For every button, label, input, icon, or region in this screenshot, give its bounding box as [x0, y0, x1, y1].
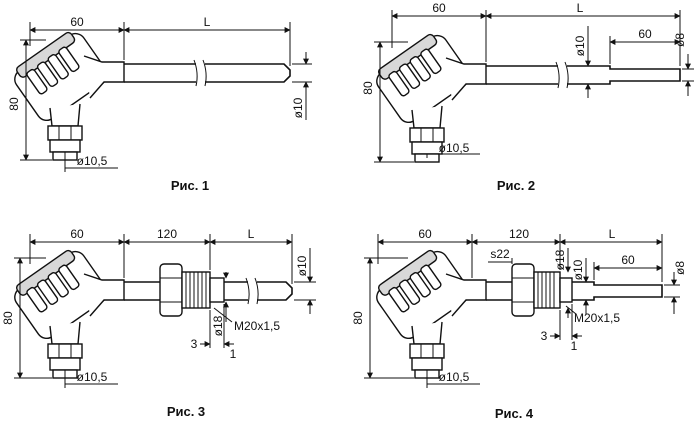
dim-width: 60	[432, 1, 446, 15]
dim-collar-dia: ø18	[211, 315, 225, 336]
dim-length: L	[248, 227, 255, 241]
dim-gland-dia: ø10,5	[77, 154, 108, 168]
dim-probe-dia: ø10	[573, 35, 587, 56]
dim-height: 80	[1, 311, 15, 325]
dim-thread: M20x1,5	[234, 319, 280, 333]
dim-gap-a: 3	[541, 329, 548, 343]
figure-4: 60 120 L s22 ø18 ø10 60 ø8 M20x1,5 3 1	[351, 227, 687, 421]
figure-caption: Рис. 3	[167, 404, 205, 419]
dim-collar-dia: ø18	[553, 249, 567, 270]
dim-gland-dia: ø10,5	[439, 370, 470, 384]
dim-length: L	[577, 1, 584, 15]
dim-gap-b: 1	[230, 347, 237, 361]
figure-caption: Рис. 1	[171, 178, 209, 193]
dim-gland-dia: ø10,5	[439, 141, 470, 155]
dim-thread: M20x1,5	[574, 311, 620, 325]
dim-fitting-len: 120	[509, 227, 529, 241]
figure-caption: Рис. 2	[497, 178, 535, 193]
figure-1: 60 L 80 ø10 ø10,5 Рис. 1	[7, 15, 312, 193]
dim-probe-dia: ø10	[291, 97, 305, 118]
dim-width: 60	[418, 227, 432, 241]
dim-probe-dia: ø10	[571, 259, 585, 280]
dim-tip-len: 60	[621, 253, 635, 267]
dim-tip-dia: ø8	[673, 33, 687, 47]
dim-tip-dia: ø8	[673, 261, 687, 275]
figure-caption: Рис. 4	[495, 406, 534, 421]
dim-gap-a: 3	[191, 337, 198, 351]
dim-length: L	[204, 15, 211, 29]
dim-width: 60	[70, 15, 84, 29]
dim-height: 80	[7, 97, 21, 111]
dim-fitting-len: 120	[157, 227, 177, 241]
figure-2: 60 L 60 ø10 ø8 80 ø10,5 Рис. 2	[361, 1, 694, 193]
dim-tip-len: 60	[638, 27, 652, 41]
dim-wrench: s22	[490, 247, 510, 261]
dim-width: 60	[70, 227, 84, 241]
dim-probe-dia: ø10	[295, 255, 309, 276]
dim-gap-b: 1	[571, 339, 578, 353]
dim-height: 80	[351, 311, 365, 325]
dim-height: 80	[361, 81, 375, 95]
figure-3: 60 120 L 80 ø10 ø18 M20x1,5 3 1 ø10,5 Ри…	[1, 227, 316, 419]
dim-length: L	[609, 227, 616, 241]
dim-gland-dia: ø10,5	[77, 370, 108, 384]
